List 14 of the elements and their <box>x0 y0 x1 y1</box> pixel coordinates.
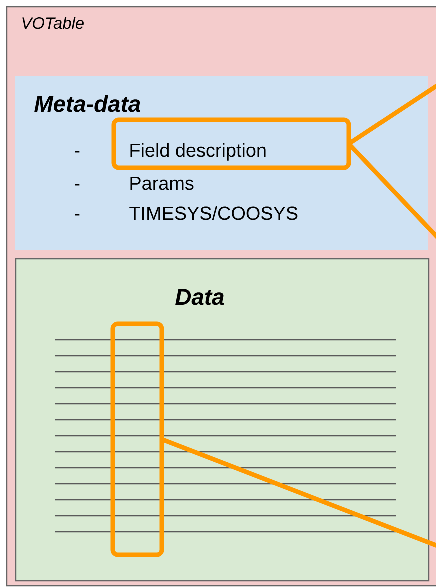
list-bullet: - <box>75 214 80 216</box>
table-title: VOTable <box>22 17 84 30</box>
section-heading: Data <box>176 289 224 306</box>
list-item: Params <box>130 177 194 190</box>
section-heading: Meta-data <box>34 95 140 112</box>
leader-line <box>161 437 436 550</box>
list-bullet: - <box>75 151 80 153</box>
highlight-box <box>112 118 352 170</box>
list-item: TIMESYS/COOSYS <box>130 206 298 220</box>
list-bullet: - <box>75 184 80 186</box>
list-item: Field description <box>130 143 266 161</box>
metadata-panel <box>15 76 428 250</box>
data-panel <box>15 258 430 582</box>
highlight-box <box>110 322 164 558</box>
